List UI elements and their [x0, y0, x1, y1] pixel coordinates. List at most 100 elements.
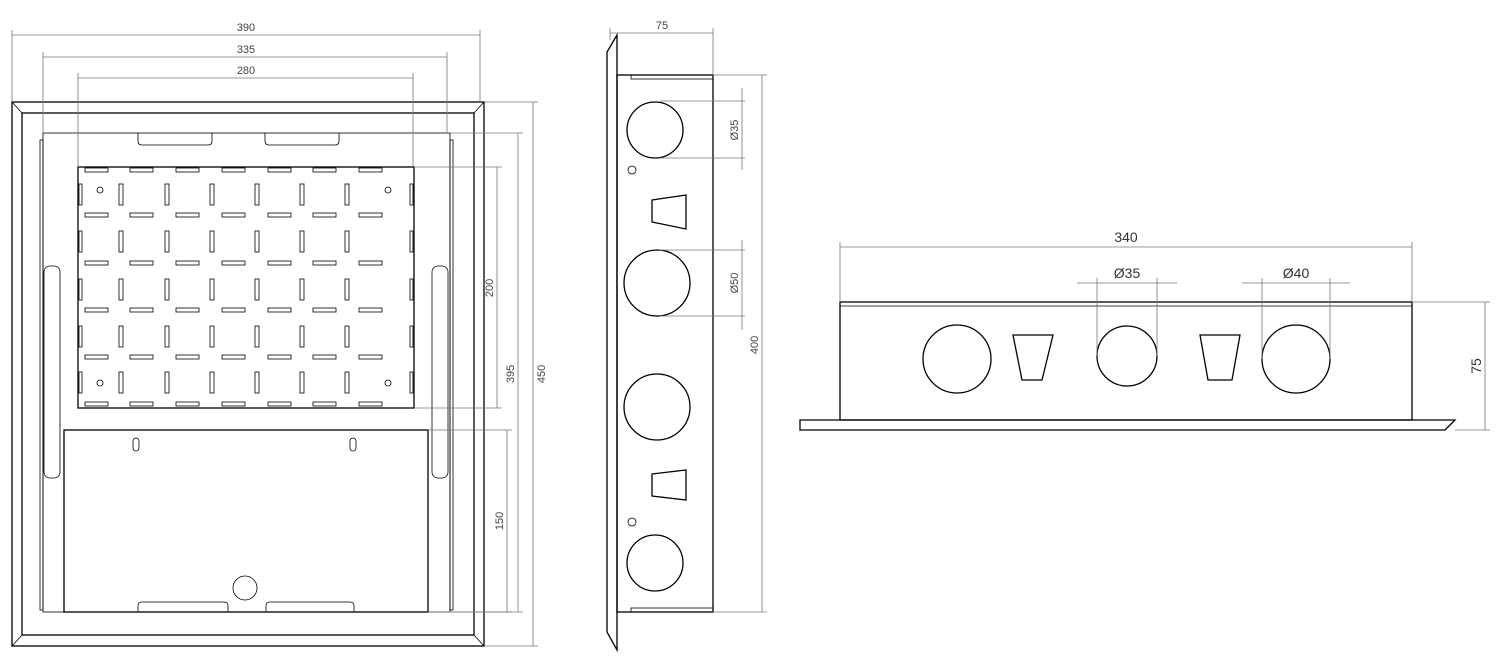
horizontal-slot	[175, 212, 200, 218]
vertical-slot	[254, 183, 260, 206]
side-dimensions: 75 Ø35 Ø50 400	[609, 20, 767, 613]
dim-75-side: 75	[656, 20, 668, 32]
horizontal-slot	[358, 307, 383, 313]
vertical-slot	[164, 371, 170, 394]
horizontal-slot	[358, 212, 383, 218]
horizontal-slot	[84, 212, 109, 218]
horizontal-slot	[267, 167, 292, 173]
vertical-slot	[344, 183, 350, 206]
horizontal-slot	[312, 167, 337, 173]
vertical-slot	[299, 371, 305, 394]
horizontal-slot	[358, 354, 383, 360]
horizontal-slot	[312, 354, 337, 360]
edge-slot	[78, 278, 83, 301]
horizontal-slot	[175, 307, 200, 313]
edge-slot	[409, 230, 414, 253]
vertical-slot	[118, 230, 124, 253]
horizontal-slot	[84, 401, 109, 407]
horizontal-slot	[312, 401, 337, 407]
vertical-slot	[344, 278, 350, 301]
mounting-hole	[384, 379, 392, 387]
edge-slot	[78, 325, 83, 348]
horizontal-slot	[84, 354, 109, 360]
horizontal-slot	[312, 212, 337, 218]
dim-d40-bottom: Ø40	[1283, 265, 1310, 281]
bottom-view: 340 Ø35 Ø40 75	[799, 229, 1490, 431]
side-view: 75 Ø35 Ø50 400	[606, 20, 767, 653]
horizontal-slot	[175, 354, 200, 360]
edge-slot	[78, 230, 83, 253]
vertical-slot	[164, 325, 170, 348]
horizontal-slot	[129, 354, 154, 360]
perforated-grid-plate	[78, 167, 414, 407]
horizontal-slot	[312, 260, 337, 266]
vertical-slot	[164, 183, 170, 206]
mounting-hole	[384, 186, 392, 194]
front-view: 390 335 280 450 395 200 150	[11, 22, 548, 647]
vertical-slot	[254, 325, 260, 348]
edge-slot	[78, 371, 83, 394]
horizontal-slot	[221, 260, 246, 266]
horizontal-slot	[129, 260, 154, 266]
dim-d50-side: Ø50	[729, 273, 741, 294]
vertical-slot	[344, 371, 350, 394]
horizontal-slot	[175, 260, 200, 266]
horizontal-slot	[84, 307, 109, 313]
horizontal-slot	[221, 354, 246, 360]
horizontal-slot	[221, 401, 246, 407]
front-dimensions: 390 335 280 450 395 200 150	[11, 22, 548, 647]
edge-slot	[409, 371, 414, 394]
horizontal-slot	[84, 260, 109, 266]
vertical-slot	[118, 183, 124, 206]
dim-200: 200	[484, 279, 496, 297]
dim-75-bottom: 75	[1468, 358, 1484, 374]
mounting-hole	[96, 186, 104, 194]
vertical-slot	[209, 230, 215, 253]
mounting-hole	[96, 379, 104, 387]
vertical-slot	[344, 230, 350, 253]
dim-280: 280	[237, 65, 255, 77]
dim-335: 335	[237, 44, 255, 56]
vertical-slot	[209, 371, 215, 394]
vertical-slot	[254, 278, 260, 301]
dim-400: 400	[749, 336, 761, 354]
horizontal-slot	[129, 212, 154, 218]
horizontal-slot	[267, 401, 292, 407]
vertical-slot	[209, 278, 215, 301]
horizontal-slot	[358, 167, 383, 173]
edge-slot	[78, 183, 83, 206]
dim-395: 395	[505, 365, 517, 383]
dim-d35-bottom: Ø35	[1114, 265, 1141, 281]
horizontal-slot	[175, 401, 200, 407]
vertical-slot	[209, 183, 215, 206]
vertical-slot	[118, 325, 124, 348]
vertical-slot	[299, 230, 305, 253]
horizontal-slot	[312, 307, 337, 313]
vertical-slot	[254, 230, 260, 253]
horizontal-slot	[267, 260, 292, 266]
horizontal-slot	[267, 212, 292, 218]
vertical-slot	[118, 278, 124, 301]
vertical-slot	[254, 371, 260, 394]
horizontal-slot	[221, 167, 246, 173]
vertical-slot	[344, 325, 350, 348]
horizontal-slot	[267, 307, 292, 313]
horizontal-slot	[358, 401, 383, 407]
vertical-slot	[118, 371, 124, 394]
vertical-slot	[164, 278, 170, 301]
vertical-slot	[299, 183, 305, 206]
dim-340: 340	[1114, 229, 1138, 245]
vertical-slot	[299, 278, 305, 301]
dim-150: 150	[494, 512, 506, 530]
horizontal-slot	[358, 260, 383, 266]
horizontal-slot	[221, 212, 246, 218]
edge-slot	[409, 278, 414, 301]
horizontal-slot	[221, 307, 246, 313]
horizontal-slot	[84, 167, 109, 173]
horizontal-slot	[129, 401, 154, 407]
vertical-slot	[209, 325, 215, 348]
dim-d35-side: Ø35	[729, 120, 741, 141]
horizontal-slot	[267, 354, 292, 360]
dim-450: 450	[536, 365, 548, 383]
